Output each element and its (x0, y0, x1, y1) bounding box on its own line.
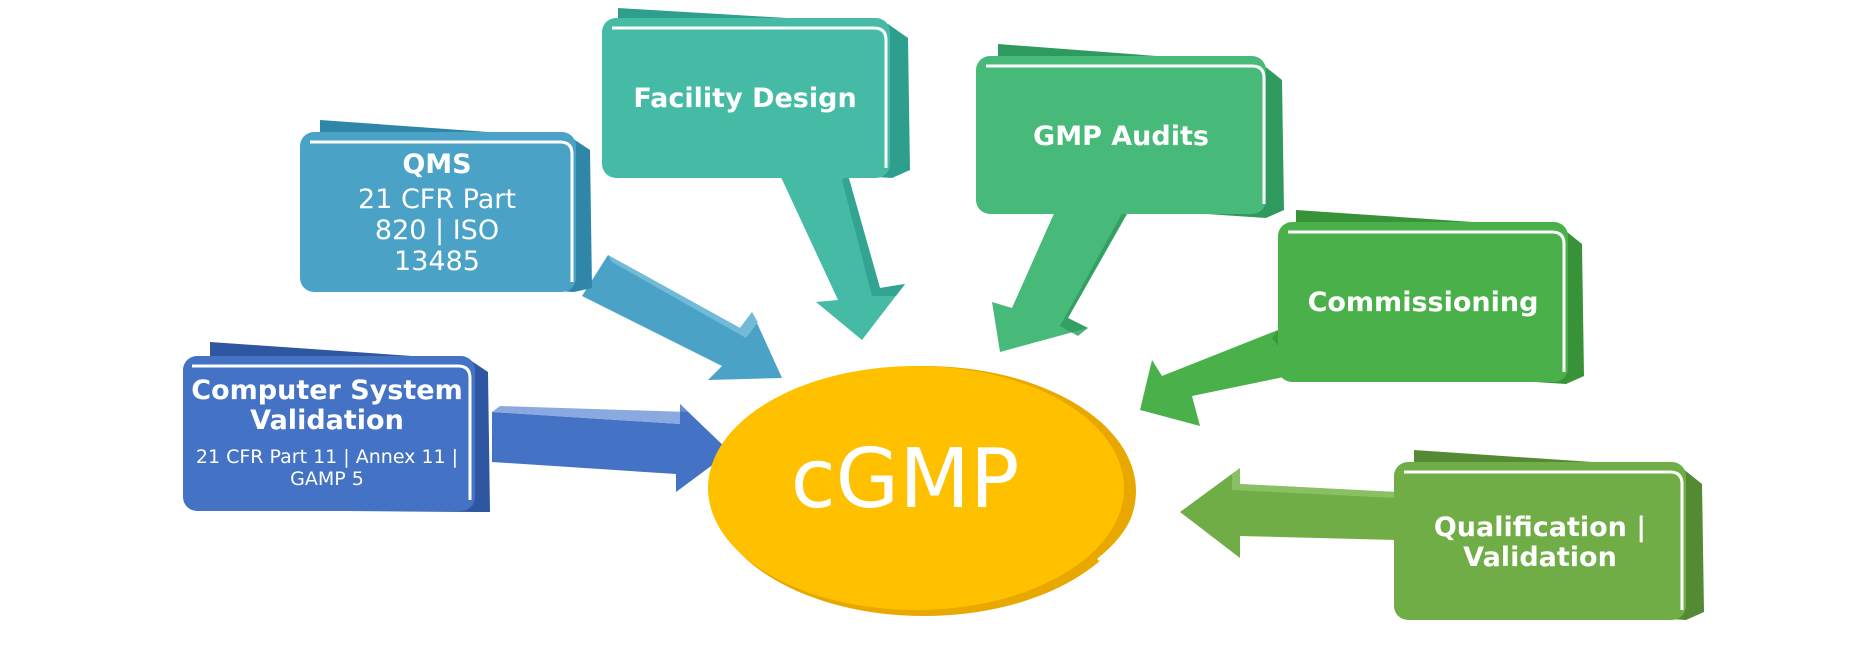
node-box-facility (602, 8, 910, 178)
node-box-csv (183, 342, 490, 512)
center-label: cGMP (790, 432, 1020, 527)
node-qms-title: QMS (402, 148, 472, 180)
node-csv: Computer System Validation 21 CFR Part 1… (186, 358, 468, 508)
arrow-csv (492, 404, 730, 492)
cgmp-circle (708, 366, 1142, 616)
node-box-commissioning (1278, 210, 1584, 384)
node-qualification: Qualification | Validation (1398, 468, 1682, 618)
node-qualification-title: Qualification | Validation (1433, 512, 1647, 573)
node-audits-title: GMP Audits (1033, 121, 1209, 152)
node-csv-title: Computer System Validation (191, 375, 463, 436)
node-box-audits (976, 44, 1284, 218)
node-facility: Facility Design (606, 24, 884, 174)
node-qms-subtitle: 21 CFR Part 820 | ISO 13485 (358, 183, 516, 277)
node-commissioning: Commissioning (1282, 228, 1564, 378)
node-audits: GMP Audits (980, 62, 1262, 212)
arrow-commissioning (1140, 330, 1308, 426)
node-csv-subtitle: 21 CFR Part 11 | Annex 11 | GAMP 5 (195, 446, 459, 490)
arrow-qualification (1180, 468, 1396, 558)
arrow-audits (992, 200, 1132, 352)
node-qms: QMS 21 CFR Part 820 | ISO 13485 (306, 138, 568, 288)
node-box-qms (300, 120, 592, 292)
arrow-qms (582, 255, 782, 380)
node-commissioning-title: Commissioning (1307, 287, 1539, 318)
node-box-qualification (1394, 450, 1704, 620)
node-facility-title: Facility Design (633, 83, 857, 114)
arrow-facility (780, 175, 905, 340)
